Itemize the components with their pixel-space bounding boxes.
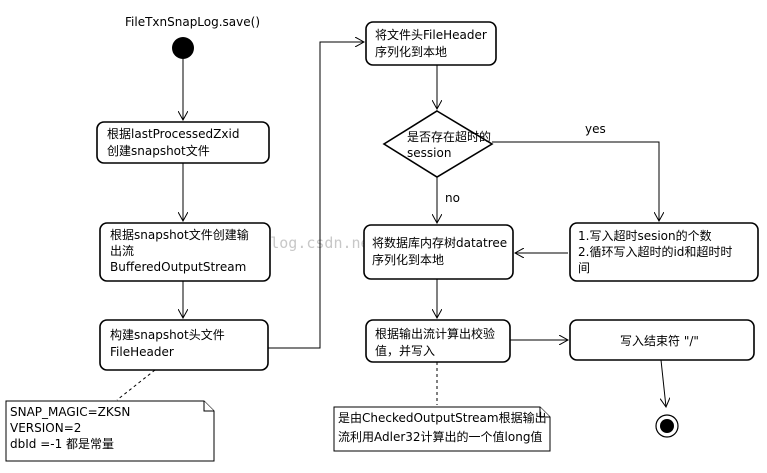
svg-text:BufferedOutputStream: BufferedOutputStream [110, 260, 246, 274]
decision-session-timeout: 是否存在超时的 session [382, 110, 494, 178]
svg-text:session: session [407, 146, 451, 160]
start-node [172, 37, 194, 59]
edge-end-to-final [661, 359, 666, 407]
svg-text:流利用Adler32计算出的一个值long值: 流利用Adler32计算出的一个值long值 [338, 429, 542, 444]
svg-text:写入结束符 "/": 写入结束符 "/" [620, 333, 699, 348]
diagram-title: FileTxnSnapLog.save() [125, 15, 260, 29]
svg-text:根据lastProcessedZxid: 根据lastProcessedZxid [107, 127, 239, 141]
svg-text:将文件头FileHeader: 将文件头FileHeader [375, 27, 487, 42]
svg-text:是否存在超时的: 是否存在超时的 [407, 129, 491, 144]
svg-text:2.循环写入超时的id和超时时: 2.循环写入超时的id和超时时 [578, 244, 732, 259]
edge-decision-yes [492, 141, 659, 221]
svg-text:出流: 出流 [110, 244, 134, 258]
svg-text:根据snapshot文件创建输: 根据snapshot文件创建输 [110, 227, 249, 242]
node-serialize-tree: 将数据库内存树datatree 序列化到本地 [363, 224, 514, 280]
svg-text:序列化到本地: 序列化到本地 [372, 252, 444, 267]
node-create-stream: 根据snapshot文件创建输 出流 BufferedOutputStream [99, 222, 271, 282]
note-checksum-explanation: 是由CheckedOutputStream根据输出 流利用Adler32计算出的… [333, 362, 551, 452]
svg-text:序列化到本地: 序列化到本地 [375, 44, 447, 59]
svg-text:1.写入超时sesion的个数: 1.写入超时sesion的个数 [578, 228, 712, 243]
node-checksum: 根据输出流计算出校验 值，并写入 [365, 319, 511, 363]
svg-text:SNAP_MAGIC=ZKSN: SNAP_MAGIC=ZKSN [10, 405, 130, 419]
svg-text:将数据库内存树datatree: 将数据库内存树datatree [372, 235, 507, 250]
edges [183, 42, 666, 407]
node-get-zxid: 根据lastProcessedZxid 创建snapshot文件 [96, 121, 270, 164]
edge-header-to-serialize [268, 42, 364, 349]
svg-text:是由CheckedOutputStream根据输出: 是由CheckedOutputStream根据输出 [338, 410, 547, 425]
svg-text:根据输出流计算出校验: 根据输出流计算出校验 [375, 326, 495, 341]
svg-text:dbId =-1 都是常量: dbId =-1 都是常量 [10, 437, 114, 451]
node-build-header: 构建snapshot头文件 FileHeader [99, 319, 269, 371]
end-node [655, 414, 679, 438]
svg-text:值，并写入: 值，并写入 [375, 343, 435, 358]
node-serialize-header: 将文件头FileHeader 序列化到本地 [365, 21, 497, 66]
svg-text:创建snapshot文件: 创建snapshot文件 [107, 143, 210, 158]
note-header-constants: SNAP_MAGIC=ZKSN VERSION=2 dbId =-1 都是常量 [5, 369, 215, 462]
svg-text:间: 间 [578, 261, 590, 275]
node-write-sessions: 1.写入超时sesion的个数 2.循环写入超时的id和超时时 间 [569, 222, 759, 282]
edge-label-yes: yes [585, 122, 606, 136]
svg-text:构建snapshot头文件: 构建snapshot头文件 [110, 327, 225, 342]
edge-label-no: no [445, 191, 460, 205]
svg-text:FileHeader: FileHeader [110, 345, 174, 359]
node-write-end: 写入结束符 "/" [569, 319, 755, 361]
svg-text:VERSION=2: VERSION=2 [10, 421, 81, 435]
